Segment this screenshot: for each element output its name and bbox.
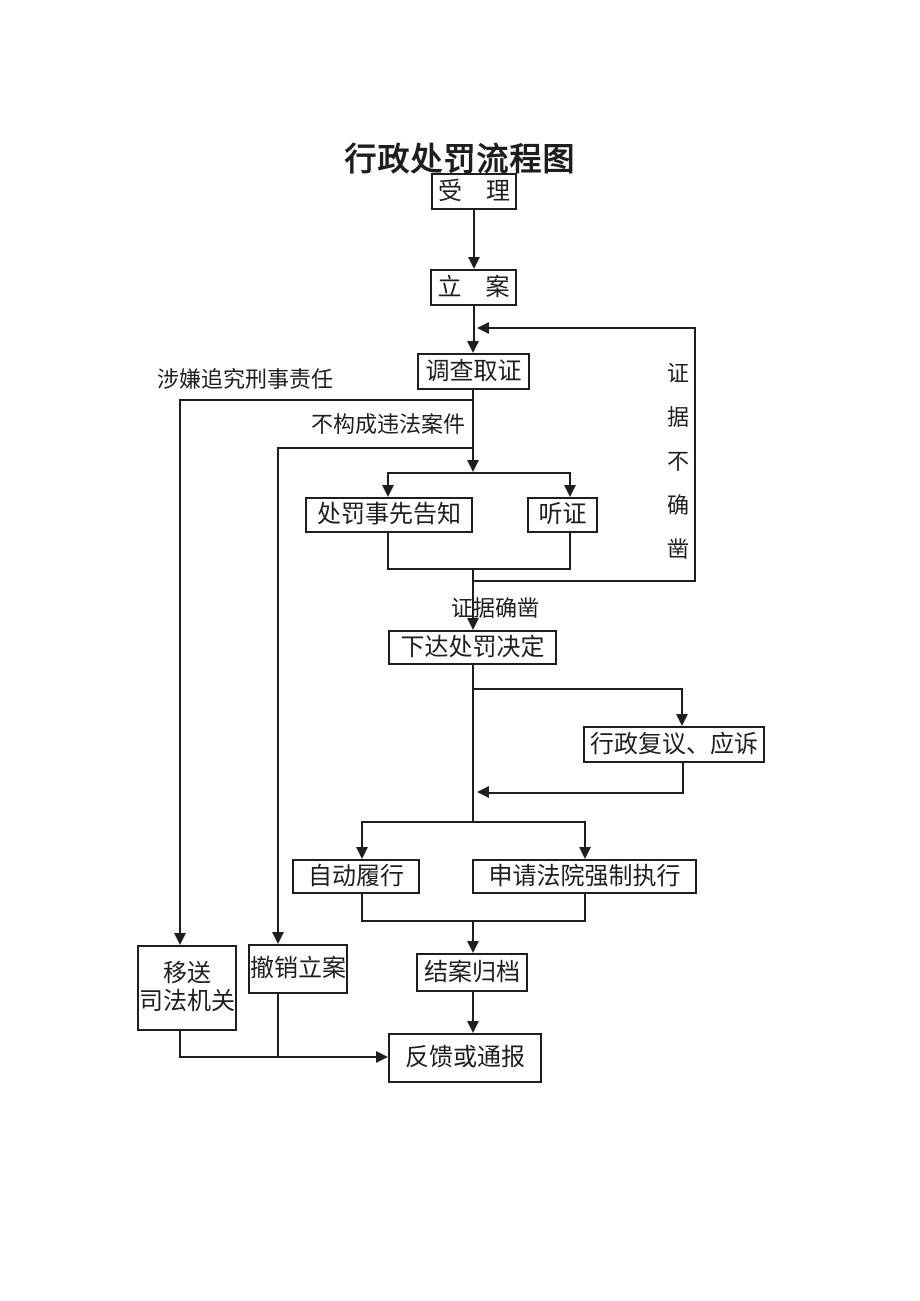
node-voluntary-compliance: 自动履行: [292, 859, 420, 894]
node-issue-decision: 下达处罚决定: [388, 630, 557, 665]
node-hearing: 听证: [527, 497, 598, 533]
arrow-down-icon: [467, 460, 479, 472]
arrow-down-icon: [468, 257, 480, 269]
connector-line: [179, 1031, 181, 1058]
connector-line: [569, 473, 571, 486]
node-court-enforcement: 申请法院强制执行: [472, 859, 697, 894]
node-investigate: 调查取证: [417, 353, 530, 390]
arrow-right-icon: [376, 1051, 388, 1063]
connector-line: [387, 533, 389, 569]
node-file-case: 立 案: [430, 269, 517, 306]
arrow-down-icon: [174, 933, 186, 945]
connector-line: [361, 920, 586, 922]
connector-line: [179, 399, 473, 401]
connector-line: [584, 894, 586, 922]
connector-line: [473, 210, 475, 258]
arrow-down-icon: [467, 941, 479, 953]
label-evidence-inconclusive-char: 确: [666, 493, 689, 518]
label-not-illegal-case: 不构成违法案件: [311, 412, 466, 437]
arrow-down-icon: [382, 485, 394, 497]
label-evidence-inconclusive: 证 据 不 确 凿: [663, 363, 693, 561]
connector-line: [277, 994, 279, 1058]
node-transfer-judicial-line2: 司法机关: [139, 988, 235, 1015]
node-transfer-judicial: 移送 司法机关: [137, 945, 237, 1031]
connector-line: [472, 569, 474, 619]
connector-line: [361, 821, 586, 823]
connector-line: [472, 390, 474, 461]
connector-line: [387, 472, 571, 474]
connector-line: [361, 821, 363, 848]
connector-line: [694, 328, 696, 582]
connector-line: [472, 992, 474, 1022]
node-accept: 受 理: [431, 173, 517, 210]
connector-line: [179, 400, 181, 934]
connector-line: [473, 688, 683, 690]
node-transfer-judicial-line1: 移送: [163, 960, 211, 988]
label-evidence-inconclusive-char: 凿: [666, 537, 689, 562]
connector-line: [569, 533, 571, 569]
connector-line: [487, 327, 696, 329]
node-case-closure: 结案归档: [416, 953, 528, 992]
arrow-down-icon: [564, 485, 576, 497]
label-evidence-conclusive: 证据确凿: [451, 596, 540, 621]
arrow-left-icon: [477, 786, 489, 798]
arrow-down-icon: [467, 1021, 479, 1033]
label-evidence-inconclusive-char: 不: [666, 449, 689, 474]
node-reconsideration: 行政复议、应诉: [583, 726, 765, 763]
connector-line: [277, 447, 473, 449]
connector-line: [473, 306, 475, 342]
connector-line: [277, 448, 279, 933]
arrow-down-icon: [467, 341, 479, 353]
arrow-down-icon: [272, 932, 284, 944]
connector-line: [682, 763, 684, 794]
arrow-down-icon: [676, 714, 688, 726]
arrow-left-icon: [477, 322, 489, 334]
label-evidence-inconclusive-char: 证: [666, 361, 689, 386]
node-revoke-case: 撤销立案: [248, 944, 348, 994]
node-prior-notice: 处罚事先告知: [305, 497, 473, 533]
connector-line: [489, 792, 684, 794]
connector-line: [584, 821, 586, 848]
connector-line: [472, 665, 474, 822]
arrow-down-icon: [356, 847, 368, 859]
label-evidence-inconclusive-char: 据: [666, 405, 689, 430]
node-feedback: 反馈或通报: [388, 1033, 542, 1083]
connector-line: [387, 473, 389, 486]
arrow-down-icon: [467, 618, 479, 630]
arrow-down-icon: [579, 847, 591, 859]
connector-line: [473, 580, 696, 582]
connector-line: [361, 894, 363, 922]
label-criminal-liability: 涉嫌追究刑事责任: [157, 367, 334, 392]
connector-line: [179, 1056, 377, 1058]
connector-line: [387, 568, 571, 570]
connector-line: [681, 689, 683, 715]
connector-line: [472, 921, 474, 942]
page-title: 行政处罚流程图: [344, 141, 576, 177]
